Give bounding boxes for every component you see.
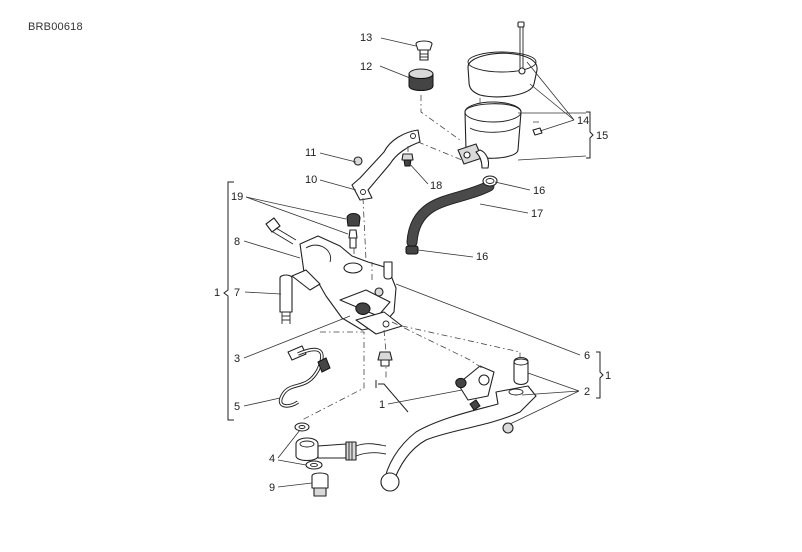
callout-10: 10	[305, 174, 317, 186]
callout-19: 19	[231, 191, 243, 203]
banjo-screw	[311, 472, 329, 497]
pivot-pin	[279, 274, 293, 324]
callout-7: 7	[234, 287, 240, 299]
small-grub-screw	[469, 399, 481, 411]
group-bracket-left	[223, 181, 234, 421]
reservoir-small-screw	[532, 127, 543, 136]
bleed-screw-cap	[346, 213, 361, 227]
reservoir-bracket	[351, 129, 421, 201]
callout-leaders	[243, 37, 587, 488]
brake-light-switch	[278, 345, 331, 408]
callout-1-right: 1	[605, 370, 611, 382]
reservoir-cap	[467, 51, 538, 98]
fitting-screw	[415, 40, 433, 61]
reservoir-body	[457, 101, 522, 169]
callout-1-lever: 1	[379, 399, 385, 411]
callout-1-left: 1	[214, 287, 220, 299]
callout-4: 4	[269, 453, 275, 465]
lever-adjuster	[455, 365, 495, 401]
callout-11: 11	[305, 147, 316, 159]
callout-18: 18	[430, 180, 442, 192]
clamp-screw	[265, 217, 297, 245]
callout-numbers: 13 12 14 15 11 18 10 16 17 19 8 16 1 7 3…	[214, 32, 611, 494]
master-cylinder-body	[291, 235, 403, 335]
callout-17: 17	[531, 208, 543, 220]
callout-6: 6	[584, 350, 590, 362]
callout-14: 14	[577, 115, 589, 127]
group-bracket-15	[586, 111, 594, 159]
lever-bushing	[513, 356, 529, 386]
banjo-fitting	[295, 437, 387, 462]
lower-pivot-bracket	[375, 380, 409, 413]
reservoir-screw-long	[517, 21, 525, 68]
center-nut	[377, 351, 393, 367]
callout-5: 5	[234, 401, 240, 413]
hose-clamp-upper	[482, 175, 498, 187]
assembly-centerlines	[301, 95, 540, 421]
callout-15: 15	[596, 130, 608, 142]
sealing-washer-lower	[305, 460, 323, 470]
callout-3: 3	[234, 353, 240, 365]
callout-16-upper: 16	[533, 185, 545, 197]
grommet	[408, 68, 434, 91]
brake-fluid-hose	[406, 180, 495, 248]
bleed-screw	[348, 229, 358, 249]
callout-8: 8	[234, 236, 240, 248]
callout-12: 12	[360, 61, 372, 73]
diagram-code: BRB00618	[28, 21, 83, 33]
callout-2: 2	[584, 386, 590, 398]
sealing-washer-upper	[294, 422, 310, 432]
callout-16-lower: 16	[476, 251, 488, 263]
callout-9: 9	[269, 482, 275, 494]
group-bracket-right	[596, 351, 604, 399]
bracket-screw	[353, 156, 363, 166]
hose-clamp-lower	[405, 245, 419, 255]
callout-13: 13	[360, 32, 372, 44]
reservoir-nut	[401, 153, 414, 167]
brake-lever	[380, 385, 537, 492]
